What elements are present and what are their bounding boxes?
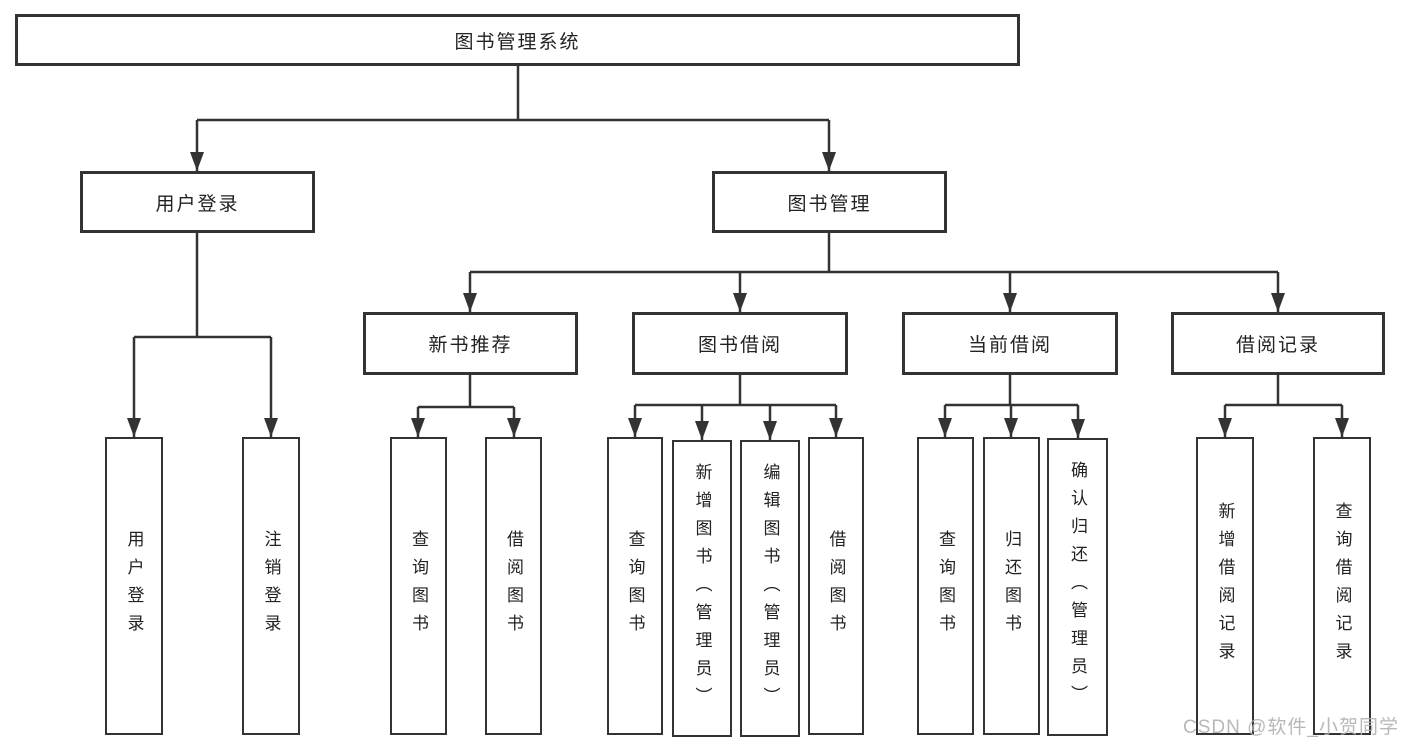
node-label: 借阅图书	[504, 530, 523, 642]
node-label: 图书管理	[787, 193, 872, 215]
node-label: 新增借阅记录	[1215, 502, 1235, 670]
node-user-login: 用户登录	[80, 171, 315, 233]
node-leaf-logout: 注销登录	[242, 437, 300, 735]
node-book-management: 图书管理	[712, 171, 947, 233]
node-leaf-cb-return-books: 归还图书	[983, 437, 1040, 735]
node-label: 查询图书	[625, 530, 645, 642]
node-leaf-br-add-record: 新增借阅记录	[1196, 437, 1254, 735]
node-label: 借阅记录	[1235, 335, 1320, 356]
node-label: 确认归还（管理员）	[1068, 461, 1087, 713]
connector-from-new-book-recommend	[411, 375, 521, 437]
watermark: CSDN @软件_小贺同学	[1183, 717, 1399, 738]
node-label: 用户登录	[155, 193, 240, 215]
node-label: 当前借阅	[967, 335, 1052, 356]
node-leaf-bb-add-books: 新增图书（管理员）	[672, 440, 732, 737]
node-leaf-bb-edit-books: 编辑图书（管理员）	[740, 440, 800, 737]
node-label: 归还图书	[1002, 530, 1021, 642]
node-leaf-br-query-record: 查询借阅记录	[1313, 437, 1371, 735]
connector-from-book-management	[463, 233, 1285, 312]
node-current-borrowing: 当前借阅	[902, 312, 1118, 375]
connector-from-borrowing-records	[1218, 375, 1349, 437]
node-borrowing-records: 借阅记录	[1171, 312, 1385, 375]
node-leaf-cb-query-books: 查询图书	[917, 437, 974, 735]
node-leaf-nbr-query-books: 查询图书	[390, 437, 447, 735]
connector-from-book-borrowing	[628, 375, 843, 440]
connector-group	[127, 66, 1349, 440]
node-new-book-recommend: 新书推荐	[363, 312, 578, 375]
node-leaf-bb-query-books: 查询图书	[607, 437, 663, 735]
connector-from-current-borrowing	[938, 375, 1085, 438]
node-label: 编辑图书（管理员）	[760, 462, 780, 715]
connector-from-root	[190, 66, 836, 171]
connector-from-user-login	[127, 233, 278, 437]
node-root: 图书管理系统	[15, 14, 1020, 66]
node-leaf-cb-confirm-return: 确认归还（管理员）	[1047, 438, 1108, 736]
node-label: 图书借阅	[697, 335, 782, 356]
node-book-borrowing: 图书借阅	[632, 312, 848, 375]
node-leaf-user-login: 用户登录	[105, 437, 163, 735]
node-leaf-bb-borrow-books: 借阅图书	[808, 437, 864, 735]
node-label: 查询图书	[409, 530, 428, 642]
node-label: 查询图书	[936, 530, 955, 642]
node-label: 查询借阅记录	[1332, 502, 1352, 670]
node-label: 用户登录	[124, 530, 144, 642]
node-label: 注销登录	[261, 530, 281, 642]
node-leaf-nbr-borrow-books: 借阅图书	[485, 437, 542, 735]
node-label: 新书推荐	[428, 335, 513, 356]
node-label: 新增图书（管理员）	[692, 462, 712, 715]
node-label: 图书管理系统	[454, 31, 581, 53]
node-label: 借阅图书	[826, 530, 846, 642]
